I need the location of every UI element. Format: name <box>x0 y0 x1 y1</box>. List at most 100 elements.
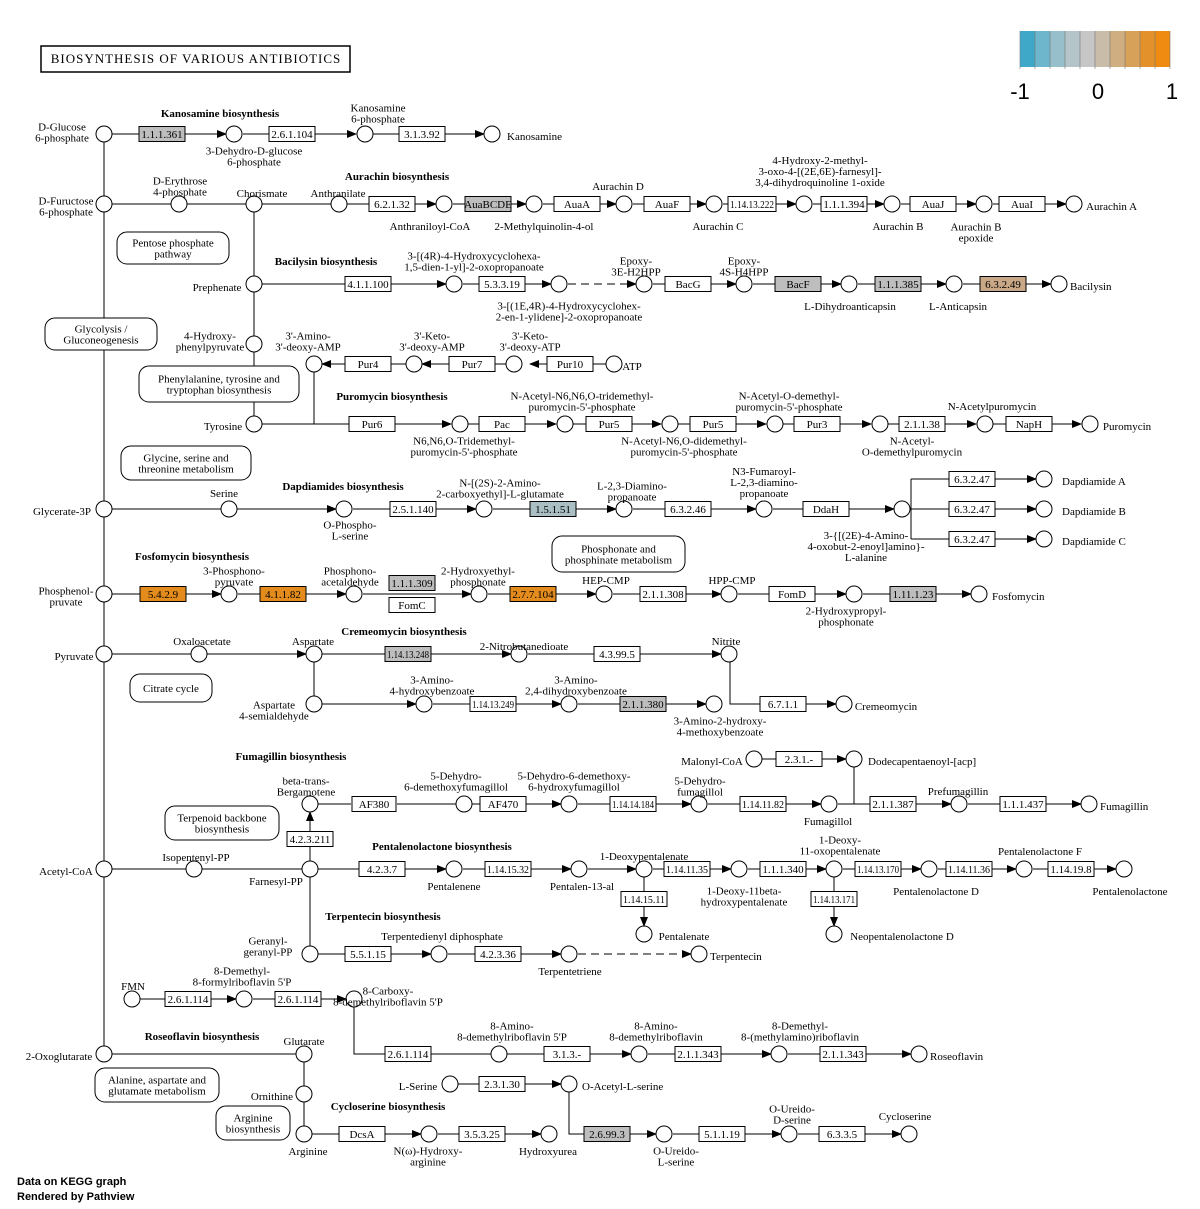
compound-node[interactable] <box>705 195 723 213</box>
compound-node[interactable] <box>975 195 993 213</box>
enzyme-2-1-1-308[interactable] <box>639 586 687 602</box>
compound-node[interactable] <box>95 645 113 663</box>
compound-node[interactable] <box>690 795 708 813</box>
enzyme-5-4-2-9[interactable] <box>139 586 187 602</box>
compound-node[interactable] <box>301 795 319 813</box>
compound-node[interactable] <box>845 750 863 768</box>
enzyme-1-14-14-184[interactable] <box>609 796 657 812</box>
enzyme-naph[interactable] <box>1005 416 1053 432</box>
compound-node[interactable] <box>560 695 578 713</box>
compound-node[interactable] <box>95 195 113 213</box>
compound-node[interactable] <box>220 500 238 518</box>
enzyme-4-1-1-82[interactable] <box>259 586 307 602</box>
enzyme-auaj[interactable] <box>909 196 957 212</box>
compound-node[interactable] <box>305 645 323 663</box>
compound-node[interactable] <box>840 275 858 293</box>
compound-node[interactable] <box>950 795 968 813</box>
enzyme-auaa[interactable] <box>553 196 601 212</box>
compound-node[interactable] <box>1080 795 1098 813</box>
enzyme-1-14-13-170[interactable] <box>854 861 902 877</box>
enzyme-6-3-2-47[interactable] <box>948 531 996 547</box>
compound-node[interactable] <box>556 415 574 433</box>
compound-node[interactable] <box>170 195 188 213</box>
enzyme-1-1-1-385[interactable] <box>874 276 922 292</box>
enzyme-auabcde[interactable] <box>464 196 512 212</box>
enzyme-pur5[interactable] <box>689 416 737 432</box>
compound-node[interactable] <box>220 585 238 603</box>
enzyme-2-6-1-114[interactable] <box>274 991 322 1007</box>
enzyme-1-1-1-309[interactable] <box>388 575 436 591</box>
compound-node[interactable] <box>720 645 738 663</box>
enzyme-6-3-2-47[interactable] <box>948 471 996 487</box>
enzyme-4-1-1-100[interactable] <box>344 276 392 292</box>
enzyme-1-14-19-8[interactable] <box>1047 861 1095 877</box>
compound-node[interactable] <box>910 1045 928 1063</box>
compound-node[interactable] <box>745 750 763 768</box>
enzyme-bacf[interactable] <box>774 276 822 292</box>
compound-node[interactable] <box>295 1085 313 1103</box>
compound-node[interactable] <box>95 1045 113 1063</box>
compound-node[interactable] <box>780 1125 798 1143</box>
compound-node[interactable] <box>705 695 723 713</box>
compound-node[interactable] <box>635 275 653 293</box>
enzyme-pur3[interactable] <box>793 416 841 432</box>
compound-node[interactable] <box>825 860 843 878</box>
compound-node[interactable] <box>595 585 613 603</box>
enzyme-6-3-3-5[interactable] <box>818 1126 866 1142</box>
compound-node[interactable] <box>1050 275 1068 293</box>
compound-node[interactable] <box>883 195 901 213</box>
enzyme-auaf[interactable] <box>643 196 691 212</box>
compound-node[interactable] <box>835 695 853 713</box>
compound-node[interactable] <box>900 1125 918 1143</box>
compound-node[interactable] <box>95 125 113 143</box>
compound-node[interactable] <box>635 860 653 878</box>
compound-node[interactable] <box>1065 195 1083 213</box>
compound-node[interactable] <box>510 645 528 663</box>
compound-node[interactable] <box>451 415 469 433</box>
compound-node[interactable] <box>245 275 263 293</box>
compound-node[interactable] <box>970 585 988 603</box>
enzyme-6-2-1-32[interactable] <box>368 196 416 212</box>
enzyme-pur6[interactable] <box>348 416 396 432</box>
compound-node[interactable] <box>820 795 838 813</box>
enzyme-ddah[interactable] <box>802 501 850 517</box>
compound-node[interactable] <box>295 1125 313 1143</box>
compound-node[interactable] <box>235 990 253 1008</box>
compound-node[interactable] <box>245 195 263 213</box>
compound-node[interactable] <box>455 795 473 813</box>
compound-node[interactable] <box>525 195 543 213</box>
compound-node[interactable] <box>635 925 653 943</box>
enzyme-1-14-11-35[interactable] <box>663 861 711 877</box>
compound-node[interactable] <box>920 860 938 878</box>
compound-node[interactable] <box>445 860 463 878</box>
compound-node[interactable] <box>356 125 374 143</box>
enzyme-1-14-13-249[interactable] <box>469 696 517 712</box>
enzyme-af380[interactable] <box>351 796 397 812</box>
compound-node[interactable] <box>655 1125 673 1143</box>
enzyme-2-1-1-343[interactable] <box>674 1046 722 1062</box>
enzyme-2-6-1-114[interactable] <box>384 1046 432 1062</box>
compound-node[interactable] <box>690 945 708 963</box>
enzyme-6-3-2-47[interactable] <box>948 501 996 517</box>
compound-node[interactable] <box>976 415 994 433</box>
compound-node[interactable] <box>605 355 623 373</box>
compound-node[interactable] <box>415 695 433 713</box>
compound-node[interactable] <box>550 275 568 293</box>
map-terpenoid-backbone-biosynthesis[interactable] <box>164 805 280 841</box>
compound-node[interactable] <box>95 585 113 603</box>
compound-node[interactable] <box>305 695 323 713</box>
compound-node[interactable] <box>441 1075 459 1093</box>
compound-node[interactable] <box>1035 470 1053 488</box>
compound-node[interactable] <box>225 125 243 143</box>
compound-node[interactable] <box>661 415 679 433</box>
enzyme-1-14-13-171[interactable] <box>810 891 858 907</box>
compound-node[interactable] <box>330 195 348 213</box>
enzyme-5-1-1-19[interactable] <box>698 1126 746 1142</box>
enzyme-1-14-13-248[interactable] <box>384 646 432 662</box>
map-glycolysis-gluconeogenesis[interactable] <box>44 317 158 351</box>
map-glycine-serine-and-threonine-metabolism[interactable] <box>120 445 252 481</box>
enzyme-1-5-1-51[interactable] <box>529 501 577 517</box>
compound-node[interactable] <box>301 860 319 878</box>
enzyme-1-14-11-82[interactable] <box>739 796 787 812</box>
enzyme-1-14-15-32[interactable] <box>484 861 532 877</box>
